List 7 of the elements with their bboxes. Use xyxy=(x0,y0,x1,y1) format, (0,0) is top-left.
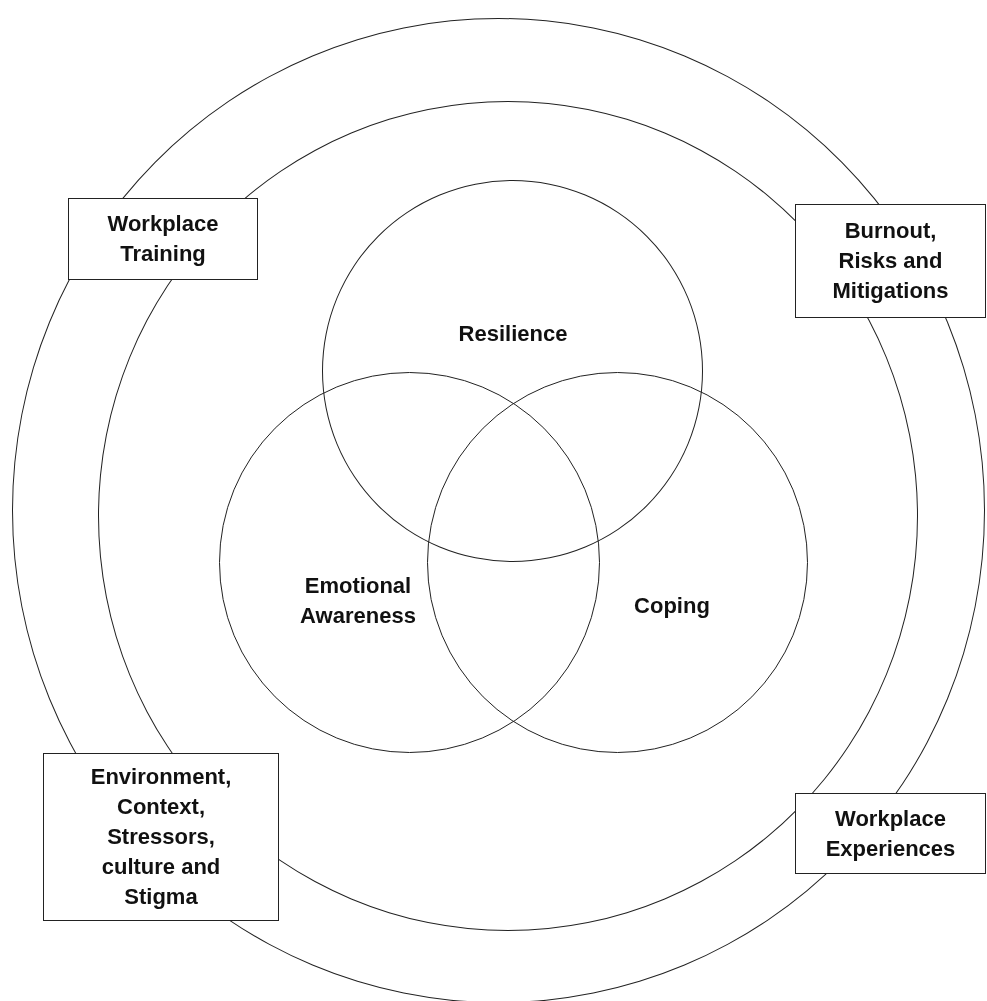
concept-label: Resilience xyxy=(457,320,569,348)
concept-label: Workplace Training xyxy=(106,210,220,268)
concept-label: Coping xyxy=(633,592,711,620)
concept-label: Emotional Awareness xyxy=(299,572,417,630)
concept-label: Environment, Context, Stressors, culture and Stigma xyxy=(89,763,233,911)
concept-label: Burnout, Risks and Mitigations xyxy=(831,217,950,305)
concept-label: Workplace Experiences xyxy=(824,804,957,863)
